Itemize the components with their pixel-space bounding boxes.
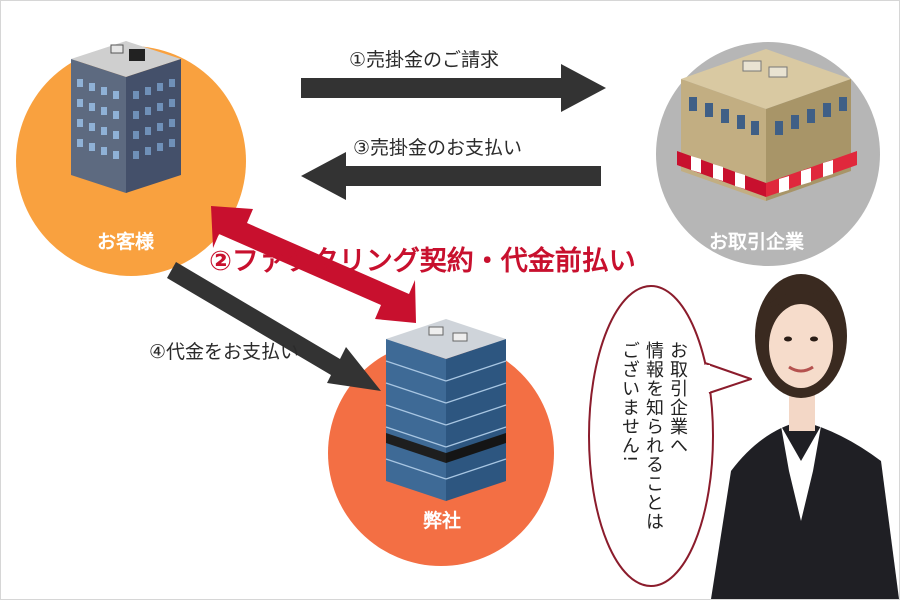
partner-label: お取引企業 <box>709 231 805 253</box>
partner-building-icon <box>677 49 857 201</box>
payment-receivable-arrow <box>301 152 601 200</box>
customer-building-icon <box>71 41 181 193</box>
bubble-text-col1: お取引企業へ <box>667 341 688 455</box>
pay-company-arrow <box>167 262 381 391</box>
pay-company-label: ④代金をお支払い <box>149 341 300 363</box>
bubble-text-col3: ございません! <box>619 341 640 464</box>
invoice-label: ①売掛金のご請求 <box>349 49 500 71</box>
customer-label: お客様 <box>97 231 155 253</box>
bubble-text-col2: 情報を知られることは <box>643 341 664 531</box>
factoring-label: ②ファクタリング契約・代金前払い <box>209 246 636 277</box>
company-building-icon <box>385 319 507 501</box>
factoring-arrow <box>211 206 416 323</box>
payment-receivable-label: ③売掛金のお支払い <box>353 137 523 159</box>
businesswoman-icon <box>711 274 899 599</box>
invoice-arrow <box>301 64 606 112</box>
speech-bubble <box>588 285 752 587</box>
company-label: 弊社 <box>423 510 462 532</box>
